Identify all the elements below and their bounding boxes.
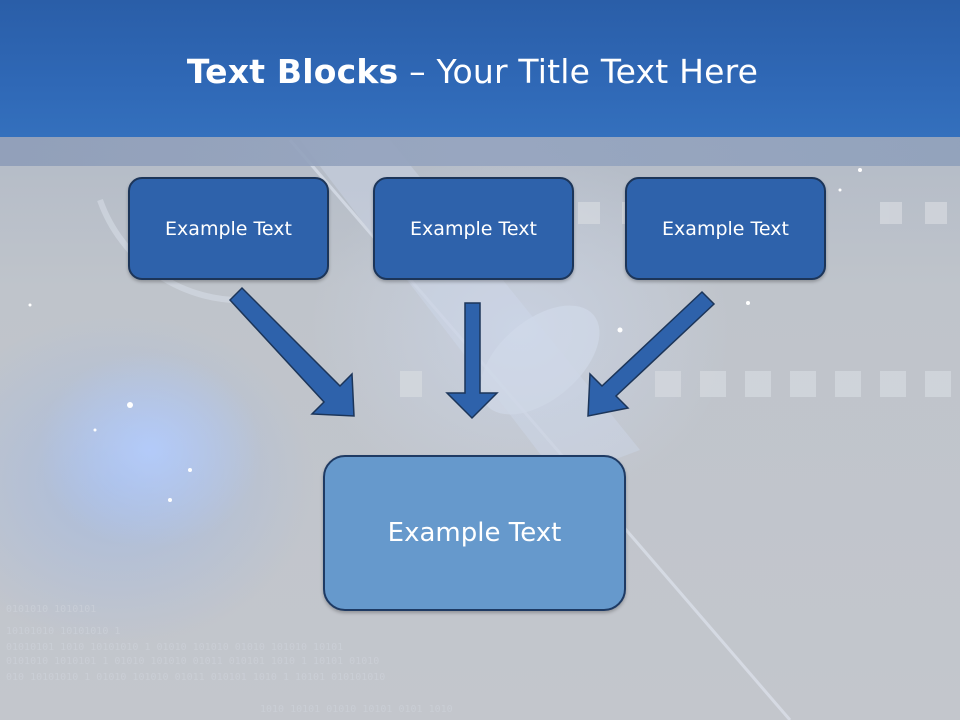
svg-text:1010 10101 01010 10101 0101 10: 1010 10101 01010 10101 0101 1010: [260, 704, 453, 715]
title-bar: [0, 0, 960, 137]
title-rest: Your Title Text Here: [436, 52, 759, 91]
svg-text:010 10101010 1 01010 101010 0: 010 10101010 1 01010 101010 01011 010101…: [6, 672, 385, 683]
slide-title: Text Blocks – Your Title Text Here: [0, 52, 945, 91]
arrow-right: [587, 290, 716, 417]
arrow-left: [228, 286, 355, 417]
text-block-2[interactable]: Example Text: [373, 177, 574, 280]
text-block-3[interactable]: Example Text: [625, 177, 826, 280]
text-block-2-label: Example Text: [410, 217, 537, 240]
text-block-main[interactable]: Example Text: [323, 455, 626, 611]
text-block-1-label: Example Text: [165, 217, 292, 240]
svg-text:0101010 1010101 1 01010 101010: 0101010 1010101 1 01010 101010 01011 010…: [6, 656, 379, 667]
title-underband: [0, 137, 960, 166]
arrow-center: [445, 302, 499, 420]
text-block-1[interactable]: Example Text: [128, 177, 329, 280]
svg-text:01010101 1010 10101010 1 01010: 01010101 1010 10101010 1 01010 101010 01…: [6, 642, 343, 653]
svg-text:0101010 1010101: 0101010 1010101: [6, 604, 96, 615]
svg-text:10101010 10101010 1: 10101010 10101010 1: [6, 626, 120, 637]
text-block-3-label: Example Text: [662, 217, 789, 240]
text-block-main-label: Example Text: [387, 518, 562, 548]
title-bold: Text Blocks: [186, 52, 399, 91]
title-dash: –: [398, 52, 437, 91]
